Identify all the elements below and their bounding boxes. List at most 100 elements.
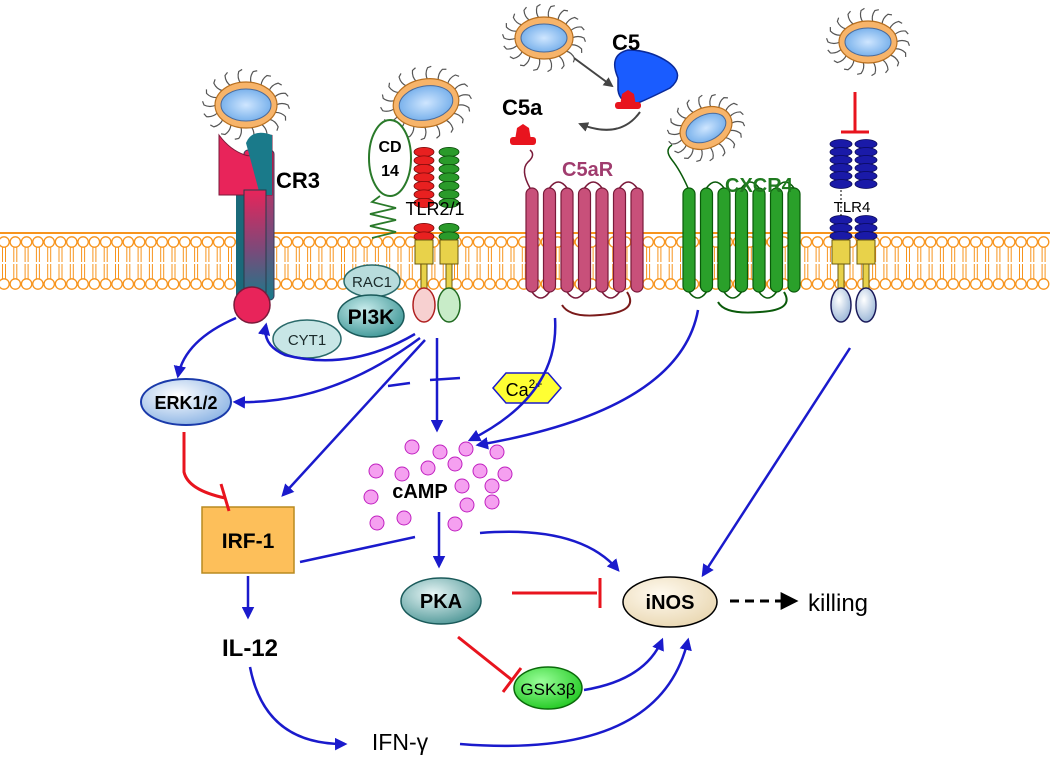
lipid-head-outer (902, 236, 914, 248)
lipid-head-inner (54, 278, 67, 290)
lipid-head-outer (969, 236, 982, 248)
cyt1-label: CYT1 (288, 332, 326, 349)
lipid-head-outer (992, 236, 1005, 248)
lipid-head-inner (845, 278, 858, 290)
camp-molecule (489, 444, 505, 460)
camp-molecule (404, 439, 420, 455)
lipid-head-inner (902, 278, 914, 290)
irf1-label: IRF-1 (222, 530, 275, 553)
lipid-head-inner (133, 278, 146, 290)
camp-molecule (459, 497, 475, 513)
lipid-head-inner (868, 278, 880, 290)
c5a-label: C5a (502, 95, 543, 120)
camp-molecule (447, 516, 463, 532)
c5-cleavage-arrow (578, 111, 641, 132)
killing-label: killing (808, 590, 868, 617)
lipid-head-outer (20, 236, 33, 248)
lipid-head-inner (958, 278, 971, 290)
lipid-head-inner (1026, 278, 1039, 290)
lipid-head-outer (1026, 236, 1039, 248)
cr3-to-erk-arrow (173, 316, 237, 379)
inhibition-lines (182, 432, 602, 693)
camp-molecule (368, 463, 384, 479)
lipid-head-inner (280, 278, 293, 290)
lipid-head-inner (0, 278, 10, 290)
camp-molecule (497, 466, 513, 482)
lipid-head-inner (653, 278, 666, 290)
lipid-head-outer (337, 236, 349, 248)
lipid-head-inner (461, 278, 474, 290)
lipid-head-outer (382, 236, 395, 248)
lipid-head-inner (111, 278, 123, 290)
lipid-head-inner (823, 278, 835, 290)
lipid-head-inner (314, 278, 327, 290)
lipid-head-inner (201, 278, 214, 290)
tlr4-to-inos-arrow (701, 347, 852, 578)
cxcr4-to-camp-arrow (475, 309, 700, 450)
lipid-head-outer (77, 236, 89, 248)
il12-label: IL-12 (222, 635, 278, 662)
tlr2-1-receptor (412, 146, 461, 323)
c5-label: C5 (612, 30, 640, 55)
lipid-head-outer (1037, 236, 1050, 248)
camp-label: cAMP (392, 481, 448, 503)
bacterium (825, 7, 911, 77)
lipid-head-inner (879, 278, 892, 290)
gsk3b-label: GSK3β (520, 680, 575, 699)
tlr4-receptor (829, 139, 878, 323)
lipid-head-inner (800, 278, 813, 290)
lipid-head-outer (201, 236, 214, 248)
lipid-head-inner (890, 278, 903, 290)
lipid-head-outer (212, 236, 225, 248)
cd14-label-line2: 14 (381, 163, 399, 180)
lipid-head-inner (936, 278, 948, 290)
lipid-head-outer (642, 236, 654, 248)
camp-molecule (447, 456, 463, 472)
lipid-head-outer (111, 236, 123, 248)
calcium-label: Ca2+ (506, 377, 543, 400)
calcium-node (492, 372, 562, 404)
lipid-head-outer (461, 236, 474, 248)
tlr4-label: TLR4 (834, 199, 871, 216)
lipid-head-outer (9, 236, 22, 248)
cxcr4-receptor (667, 144, 801, 314)
lipid-head-inner (156, 278, 169, 290)
c5ar-label: C5aR (562, 159, 614, 181)
cr3-label: CR3 (276, 168, 320, 193)
activation-arrows (173, 309, 852, 751)
lipid-head-inner (495, 278, 508, 290)
lipid-head-inner (664, 278, 677, 290)
lipid-head-outer (32, 236, 44, 248)
lipid-head-outer (190, 236, 202, 248)
camp-molecule (363, 489, 379, 505)
lipid-head-outer (811, 236, 824, 248)
lipid-head-inner (122, 278, 135, 290)
lipid-head-outer (924, 236, 937, 248)
tlr-to-irf1-arrow (281, 339, 426, 497)
rac1-label: RAC1 (352, 274, 392, 291)
lipid-head-inner (981, 278, 993, 290)
lipid-head-outer (484, 236, 496, 248)
lipid-head-outer (133, 236, 146, 248)
lipid-head-inner (43, 278, 56, 290)
tlr-to-erk-arrow (232, 336, 421, 409)
lipid-head-inner (77, 278, 89, 290)
lipid-head-inner (811, 278, 824, 290)
inos-label: iNOS (646, 592, 695, 614)
inos-node (622, 576, 718, 628)
lipid-head-inner (65, 278, 78, 290)
lipid-head-outer (981, 236, 993, 248)
lipid-head-outer (178, 236, 191, 248)
gsk3b-to-inos-arrow (583, 637, 664, 692)
lipid-head-inner (472, 278, 485, 290)
lipid-head-outer (653, 236, 666, 248)
lipid-head-outer (1015, 236, 1027, 248)
lipid-head-outer (0, 236, 10, 248)
calcium-text: Ca (506, 380, 530, 400)
lipid-head-inner (1037, 278, 1050, 290)
camp-molecules (363, 439, 513, 532)
lipid-head-inner (992, 278, 1005, 290)
calcium-charge: 2+ (529, 377, 543, 391)
lipid-head-outer (879, 236, 892, 248)
lipid-head-outer (122, 236, 135, 248)
